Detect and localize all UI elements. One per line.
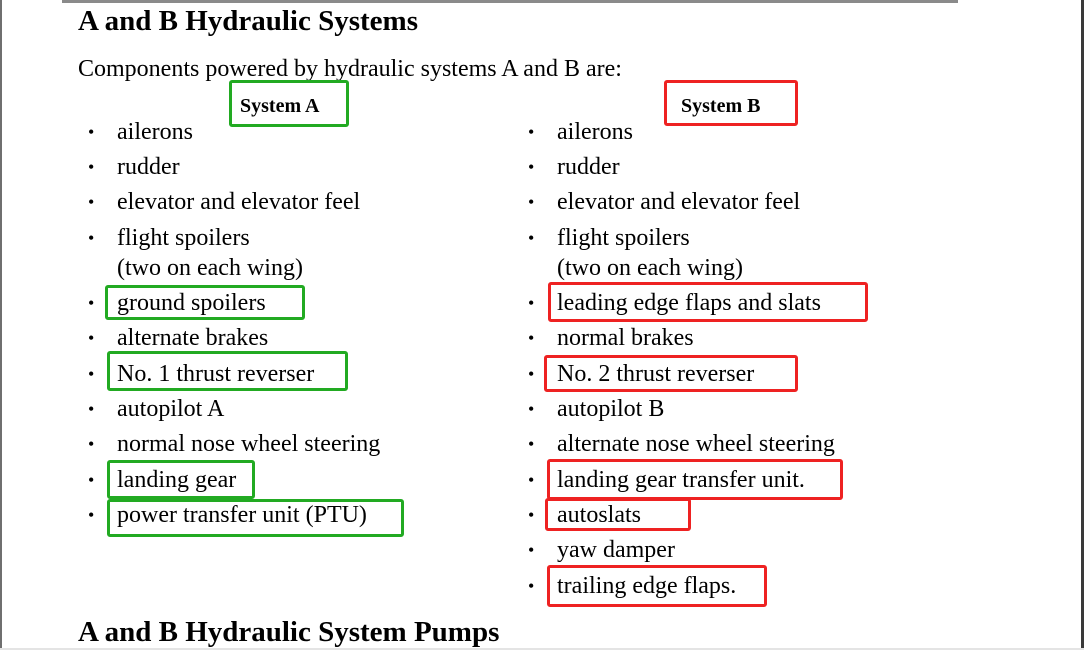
bullet: • [528,399,535,419]
highlight-box [547,459,843,500]
highlight-box [107,460,255,499]
bullet: • [528,157,535,177]
bullet: • [528,192,535,212]
bullet: • [88,505,95,525]
highlight-box [544,355,798,392]
system-b-label: System B [681,95,761,117]
bullet: • [528,293,535,313]
system-a-label-highlight [229,80,349,127]
highlight-box [107,351,348,391]
item-text: yaw damper [557,537,675,563]
bullet: • [528,576,535,596]
item-text: autoslats [557,502,641,528]
document-title: A and B Hydraulic Systems [78,5,418,37]
highlight-box [105,285,305,320]
item-text: elevator and elevator feel [557,189,801,215]
item-text: rudder [557,154,620,180]
item-text: ailerons [117,119,193,145]
item-text: No. 2 thrust reverser [557,361,755,387]
highlight-box [107,499,404,537]
bullet: • [88,157,95,177]
item-text: ailerons [557,119,633,145]
item-text: autopilot B [557,396,665,422]
item-text: landing gear transfer unit. [557,467,805,493]
item-text: landing gear [117,467,237,493]
bullet: • [528,364,535,384]
item-subtext: (two on each wing) [557,255,743,281]
item-text: leading edge flaps and slats [557,290,821,316]
item-text: autopilot A [117,396,225,422]
item-text: ground spoilers [117,290,266,316]
item-text: normal brakes [557,325,694,351]
section-heading-pumps: A and B Hydraulic System Pumps [78,616,500,648]
bullet: • [88,228,95,248]
bullet: • [88,434,95,454]
window-left-border [0,0,2,650]
item-text: flight spoilers [557,225,690,251]
item-text: elevator and elevator feel [117,189,361,215]
bullet: • [88,399,95,419]
system-b-label-highlight [664,80,798,126]
bullet: • [88,122,95,142]
bullet: • [528,228,535,248]
highlight-box [547,565,767,607]
bullet: • [528,122,535,142]
bullet: • [528,505,535,525]
item-text: No. 1 thrust reverser [117,361,315,387]
highlight-box [545,498,691,531]
window-bottom-border [0,648,1084,650]
window-right-border [1081,0,1084,650]
bullet: • [528,470,535,490]
bullet: • [528,540,535,560]
bullet: • [88,470,95,490]
intro-text: Components powered by hydraulic systems … [78,56,622,82]
item-text: power transfer unit (PTU) [117,502,367,528]
item-text: trailing edge flaps. [557,573,737,599]
item-text: normal nose wheel steering [117,431,381,457]
bullet: • [528,434,535,454]
item-subtext: (two on each wing) [117,255,303,281]
bullet: • [528,328,535,348]
item-text: alternate brakes [117,325,269,351]
highlight-box [548,282,868,322]
system-a-label: System A [240,95,320,117]
bullet: • [88,364,95,384]
window-top-border [62,0,958,3]
item-text: rudder [117,154,180,180]
bullet: • [88,328,95,348]
item-text: alternate nose wheel steering [557,431,835,457]
bullet: • [88,192,95,212]
item-text: flight spoilers [117,225,250,251]
bullet: • [88,293,95,313]
